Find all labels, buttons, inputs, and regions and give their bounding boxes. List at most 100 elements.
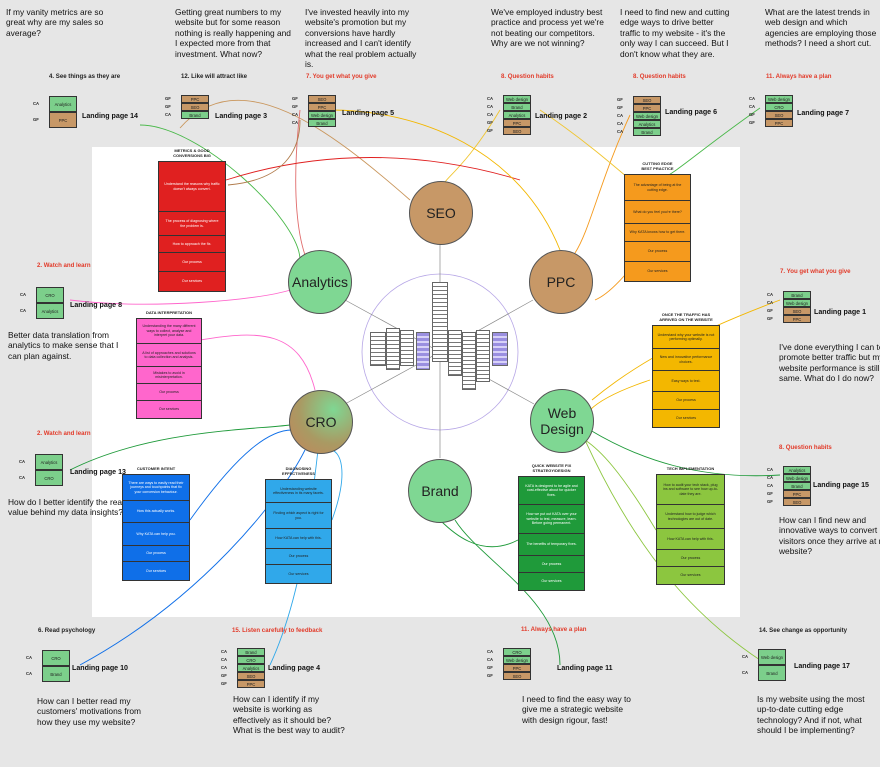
topic-card-cell[interactable]: Easy ways to test. [653, 371, 719, 392]
topic-card-cell[interactable]: Our process [519, 556, 584, 573]
stack-row-service[interactable]: SEO [783, 498, 811, 506]
topic-card-cell[interactable]: Finding which aspect is right for you. [266, 503, 331, 529]
topic-card-cell[interactable]: Why KATA can help you. [123, 523, 189, 546]
topic-card-cell[interactable]: Our process [159, 253, 225, 272]
topic-card-cell[interactable]: Mistakes to avoid in misinterpretation. [137, 367, 201, 384]
topic-card-cell[interactable]: Our services [266, 565, 331, 583]
hub-circle[interactable]: SEO [409, 181, 473, 245]
topic-card-cell[interactable]: Understand why your website is not perfo… [653, 326, 719, 349]
stack-row-service[interactable]: Brand [503, 103, 531, 111]
topic-card-cell[interactable]: Our services [519, 573, 584, 590]
landing-page-link[interactable]: Landing page 13 [70, 468, 126, 476]
topic-card-cell[interactable]: The benefits of temporary fixes. [519, 534, 584, 556]
topic-card-cell[interactable]: Understand how to judge which technologi… [657, 505, 724, 529]
topic-card-cell[interactable]: Our services [159, 272, 225, 291]
topic-card-cell[interactable]: New and innovative performance choices. [653, 349, 719, 371]
stack-row-service[interactable]: Analytics [503, 111, 531, 119]
topic-card-cell[interactable]: What do you feel you're there? [625, 201, 690, 224]
topic-card-cell[interactable]: Our process [137, 384, 201, 401]
stack-row-service[interactable]: PPC [308, 103, 336, 111]
landing-page-link[interactable]: Landing page 6 [665, 108, 718, 116]
stack-row-service[interactable]: SEO [237, 672, 265, 680]
stack-row-service[interactable]: Brand [783, 291, 811, 299]
stack-row-service[interactable]: SEO [503, 127, 531, 135]
stack-row-service[interactable]: Web design [758, 649, 786, 665]
hub-circle[interactable]: Web Design [530, 389, 594, 453]
stack-row-service[interactable]: Web design [633, 112, 661, 120]
landing-page-link[interactable]: Landing page 7 [797, 109, 850, 117]
stack-row-service[interactable]: SEO [765, 111, 793, 119]
stack-row-service[interactable]: SEO [503, 672, 531, 680]
topic-card-cell[interactable]: How KATA can help with this. [266, 529, 331, 549]
topic-card-cell[interactable]: Our services [625, 262, 690, 281]
topic-card-cell[interactable]: How KATA can help with this. [657, 529, 724, 550]
stack-row-service[interactable]: Analytics [35, 454, 63, 470]
stack-row-service[interactable]: Web design [783, 474, 811, 482]
hub-circle[interactable]: CRO [289, 390, 353, 454]
topic-card-cell[interactable]: Our process [625, 242, 690, 262]
stack-row-service[interactable]: PPC [633, 104, 661, 112]
stack-row-service[interactable]: CRO [35, 470, 63, 486]
topic-card-cell[interactable]: How to audit your tech stack, plug ins a… [657, 475, 724, 505]
topic-card-cell[interactable]: How we put out KATA over your website to… [519, 505, 584, 534]
topic-card-cell[interactable]: Our process [266, 549, 331, 565]
topic-card-cell[interactable]: The advantage of being at the cutting ed… [625, 175, 690, 201]
stack-row-service[interactable]: PPC [503, 119, 531, 127]
landing-page-link[interactable]: Landing page 4 [268, 664, 321, 672]
stack-row-service[interactable]: CRO [765, 103, 793, 111]
topic-card-cell[interactable]: Understand the reasons why traffic doesn… [159, 162, 225, 212]
landing-page-link[interactable]: Landing page 1 [814, 308, 867, 316]
stack-row-service[interactable]: Web design [308, 111, 336, 119]
topic-card-cell[interactable]: Why KATA knows how to get there. [625, 224, 690, 242]
stack-row-service[interactable]: SEO [633, 96, 661, 104]
stack-row-service[interactable]: Brand [308, 119, 336, 127]
stack-row-service[interactable]: PPC [181, 95, 209, 103]
landing-page-link[interactable]: Landing page 11 [557, 664, 613, 672]
topic-card-cell[interactable]: A list of approaches and solutions to da… [137, 344, 201, 367]
hub-circle[interactable]: Analytics [288, 250, 352, 314]
topic-card-cell[interactable]: How to approach the fix. [159, 236, 225, 253]
stack-row-service[interactable]: CRO [42, 650, 70, 666]
stack-row-service[interactable]: Brand [42, 666, 70, 682]
stack-row-service[interactable]: PPC [783, 315, 811, 323]
stack-row-service[interactable]: Analytics [36, 303, 64, 319]
stack-row-service[interactable]: Brand [783, 482, 811, 490]
stack-row-service[interactable]: PPC [765, 119, 793, 127]
topic-card-cell[interactable]: Our process [657, 550, 724, 567]
landing-page-link[interactable]: Landing page 10 [72, 664, 128, 672]
landing-page-link[interactable]: Landing page 14 [82, 112, 138, 120]
stack-row-service[interactable]: Web design [783, 299, 811, 307]
hub-circle[interactable]: PPC [529, 250, 593, 314]
topic-card-cell[interactable]: How this actually works. [123, 501, 189, 523]
stack-row-service[interactable]: CRO [36, 287, 64, 303]
topic-card-cell[interactable]: Our process [123, 546, 189, 562]
stack-row-service[interactable]: Brand [633, 128, 661, 136]
stack-row-service[interactable]: PPC [237, 680, 265, 688]
stack-row-service[interactable]: Web design [503, 95, 531, 103]
topic-card-cell[interactable]: KATA is designed to be agile and cost-ef… [519, 477, 584, 505]
stack-row-service[interactable]: SEO [783, 307, 811, 315]
stack-row-service[interactable]: CRO [237, 656, 265, 664]
landing-page-link[interactable]: Landing page 8 [70, 301, 123, 309]
stack-row-service[interactable]: Web design [765, 95, 793, 103]
stack-row-service[interactable]: Brand [758, 665, 786, 681]
stack-row-service[interactable]: Analytics [783, 466, 811, 474]
hub-circle[interactable]: Brand [408, 459, 472, 523]
topic-card-cell[interactable]: Our process [653, 392, 719, 410]
stack-row-service[interactable]: PPC [783, 490, 811, 498]
landing-page-link[interactable]: Landing page 17 [794, 662, 850, 670]
topic-card-cell[interactable]: Understanding website effectiveness in i… [266, 480, 331, 503]
landing-page-link[interactable]: Landing page 5 [342, 109, 395, 117]
topic-card-cell[interactable]: Understanding the many different ways to… [137, 319, 201, 344]
stack-row-service[interactable]: Analytics [49, 96, 77, 112]
stack-row-service[interactable]: CRO [503, 648, 531, 656]
stack-row-service[interactable]: Analytics [633, 120, 661, 128]
stack-row-service[interactable]: PPC [49, 112, 77, 128]
stack-row-service[interactable]: Brand [181, 111, 209, 119]
landing-page-link[interactable]: Landing page 15 [813, 481, 869, 489]
stack-row-service[interactable]: Brand [237, 648, 265, 656]
stack-row-service[interactable]: SEO [308, 95, 336, 103]
topic-card-cell[interactable]: There are ways to easily read their jour… [123, 475, 189, 501]
topic-card-cell[interactable]: The process of diagnosing where the prob… [159, 212, 225, 236]
landing-page-link[interactable]: Landing page 2 [535, 112, 588, 120]
